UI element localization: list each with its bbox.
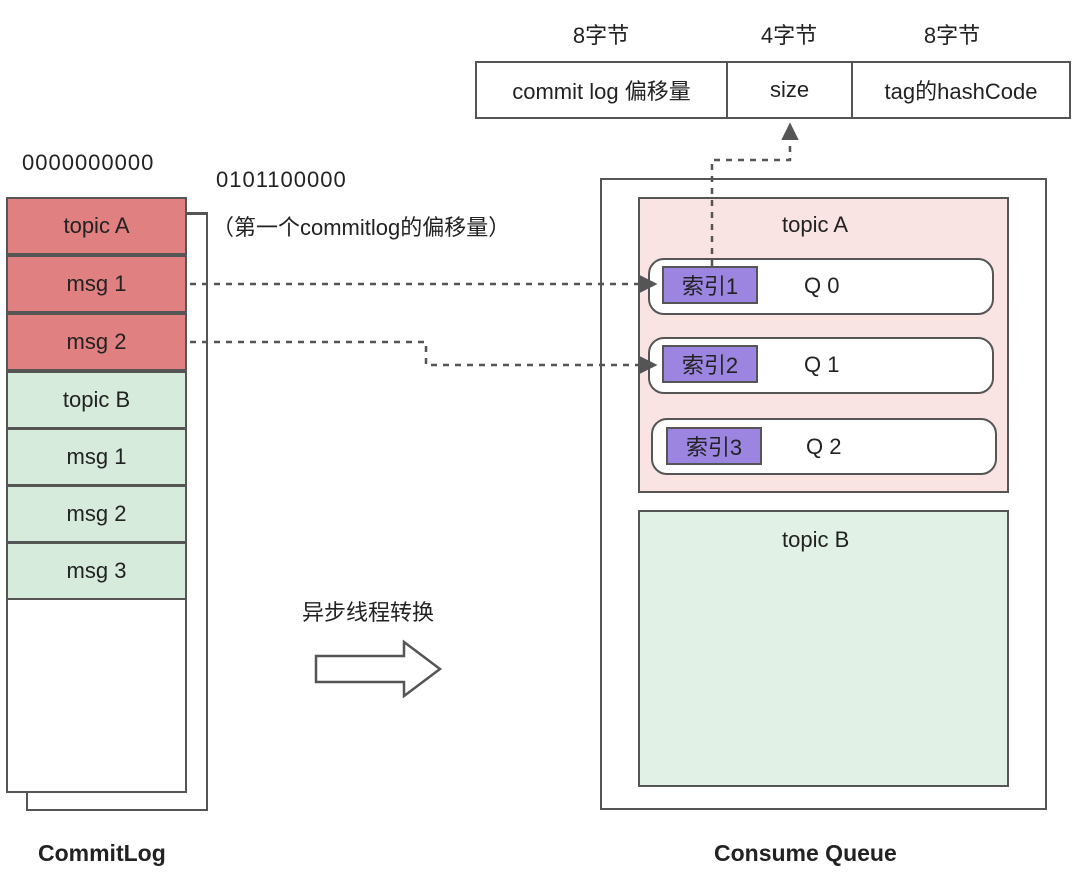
commitlog-title: CommitLog [38, 840, 166, 866]
col2-bytes-label: 4字节 [760, 23, 818, 48]
commitlog-row: topic A [6, 197, 187, 255]
offset-bracket-line [187, 212, 208, 232]
right-arrow-icon [314, 639, 443, 699]
commitlog-row-label: msg 1 [66, 271, 127, 296]
commitlog-row: msg 2 [6, 313, 187, 371]
index-label: 索引3 [685, 435, 743, 460]
index-block: 索引1 [662, 266, 758, 304]
queue-label: Q 0 [804, 273, 840, 298]
commitlog-row: msg 3 [6, 542, 187, 600]
transfer-label: 异步线程转换 [302, 600, 435, 625]
index-block: 索引3 [666, 427, 762, 465]
start-offset: 0000000000 [22, 150, 155, 175]
index1-to-entry-arrow [710, 122, 799, 266]
commitlog-row: msg 1 [6, 428, 187, 486]
size-field: size [726, 61, 853, 119]
commitlog-row-label: msg 2 [66, 501, 127, 526]
index-label: 索引2 [681, 353, 739, 378]
topic-b-label: topic B [782, 527, 850, 552]
col1-bytes-label: 8字节 [572, 23, 630, 48]
index-block: 索引2 [662, 345, 758, 383]
commitlog-row: msg 2 [6, 485, 187, 543]
queue-label: Q 2 [806, 434, 842, 459]
offset-note: （第一个commitlog的偏移量） [212, 215, 511, 240]
commitlog-row-label: msg 1 [66, 444, 127, 469]
queue-label: Q 1 [804, 352, 840, 377]
commitlog-row-label: topic B [62, 387, 131, 412]
commitlog-row-label: topic A [63, 213, 130, 238]
topic-a-label: topic A [782, 212, 849, 237]
hashcode-field-label: tag的hashCode [884, 79, 1038, 104]
commitlog-row-label: msg 3 [66, 558, 127, 583]
commitlog-row-label: msg 2 [66, 329, 127, 354]
msg2-to-index2-arrow [190, 340, 658, 374]
commitlog-row: msg 1 [6, 255, 187, 313]
col3-bytes-label: 8字节 [923, 23, 981, 48]
consume-queue-title: Consume Queue [714, 840, 897, 866]
topic-b-panel [638, 510, 1009, 787]
next-offset: 0101100000 [216, 167, 347, 192]
hashcode-field: tag的hashCode [851, 61, 1071, 119]
index-label: 索引1 [681, 274, 739, 299]
offset-field-label: commit log 偏移量 [512, 79, 691, 104]
size-field-label: size [769, 77, 810, 102]
